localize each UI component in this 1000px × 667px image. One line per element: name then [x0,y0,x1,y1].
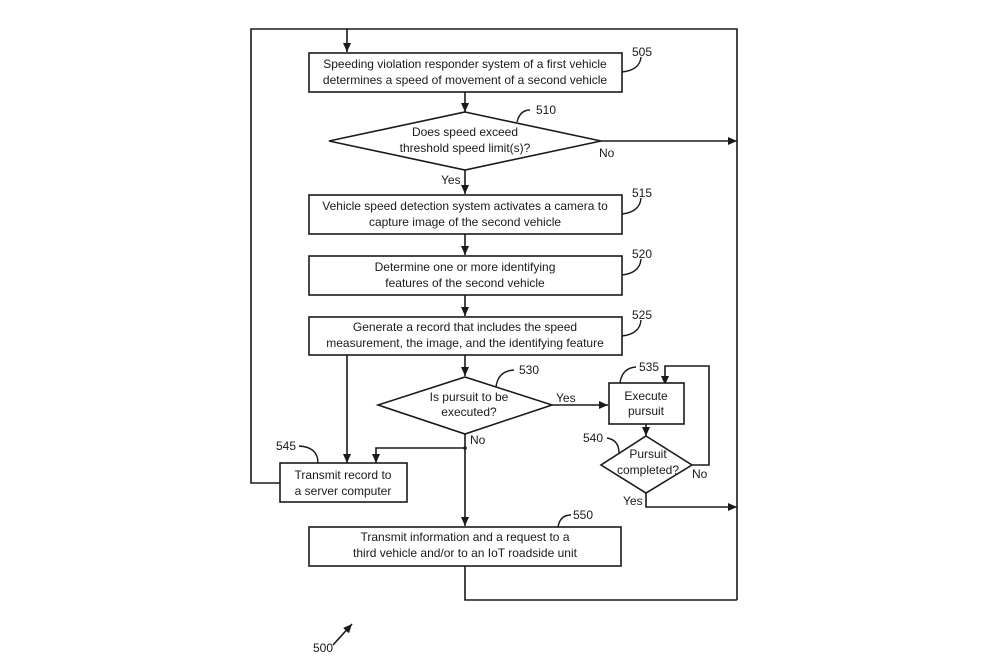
decision-diamond [375,376,555,435]
node-515: Vehicle speed detection system activates… [308,186,652,235]
node-text: determines a speed of movement of a seco… [323,73,607,87]
edge-label-no: No [470,433,486,447]
process-box [308,52,623,93]
ref-leader [621,258,642,276]
node-520: Determine one or more identifying featur… [308,247,652,296]
process-box [308,255,623,296]
edge-label-yes: Yes [623,494,643,508]
node-text: threshold speed limit(s)? [400,141,531,155]
process-box [279,462,408,503]
process-box [608,382,685,425]
node-text: Generate a record that includes the spee… [353,320,577,334]
ref-label: 525 [632,308,652,322]
node-510: Does speed exceed threshold speed limit(… [328,103,615,187]
node-text: capture image of the second vehicle [369,215,561,229]
edge-label-yes: Yes [556,391,576,405]
process-box [308,316,623,356]
edge-540-yes [645,493,737,511]
ref-label: 520 [632,247,652,261]
figure-ref-arrow [332,623,353,646]
ref-label: 550 [573,508,593,522]
junction-dot [463,446,467,450]
node-525: Generate a record that includes the spee… [308,308,652,356]
ref-leader [621,56,642,73]
ref-label: 505 [632,45,652,59]
node-text: Is pursuit to be [430,390,509,404]
ref-leader [621,197,642,215]
node-text: Pursuit [629,447,667,461]
node-text: Execute [624,389,668,403]
node-text: Vehicle speed detection system activates… [322,199,608,213]
node-text: third vehicle and/or to an IoT roadside … [353,546,578,560]
node-text: Transmit information and a request to a [361,530,570,544]
ref-leader [606,437,620,454]
edge-label-no: No [599,146,615,160]
decision-diamond [599,435,694,494]
node-text: completed? [617,463,679,477]
ref-label: 510 [536,103,556,117]
node-text: Does speed exceed [412,125,518,139]
process-box [308,526,622,567]
ref-label: 545 [276,439,296,453]
figure-ref-label: 500 [313,641,333,655]
ref-leader [619,366,637,384]
figure-ref: 500 [313,623,353,655]
node-text: executed? [441,405,497,419]
edge-right-loop [343,28,738,600]
ref-label: 515 [632,186,652,200]
node-540: Pursuit completed? 540 No Yes [583,431,708,508]
node-text: pursuit [628,404,665,418]
connectors [250,28,738,601]
ref-label: 540 [583,431,603,445]
node-text: a server computer [295,484,392,498]
edge-545-loop [250,28,347,484]
process-box [308,194,623,235]
edge-550-loop [464,566,737,601]
node-text: features of the second vehicle [385,276,545,290]
edge-540-no [661,365,710,466]
ref-label: 530 [519,363,539,377]
edge-label-no: No [692,467,708,481]
node-505: Speeding violation responder system of a… [308,45,652,93]
node-550: Transmit information and a request to a … [308,508,622,567]
ref-leader [516,109,531,123]
node-535: Execute pursuit 535 [608,360,685,425]
edge-530-no-545 [372,447,465,463]
node-text: Speeding violation responder system of a… [323,57,607,71]
node-text: Transmit record to [295,468,392,482]
decision-diamond [328,111,602,171]
ref-leader [495,369,515,388]
ref-label: 535 [639,360,659,374]
node-530: Is pursuit to be executed? 530 Yes No [375,363,576,447]
node-545: Transmit record to a server computer 545 [276,439,408,503]
ref-leader [557,514,572,528]
ref-leader [298,445,319,464]
ref-leader [621,319,642,337]
edge-label-yes: Yes [441,173,461,187]
node-text: Determine one or more identifying [375,260,556,274]
node-text: measurement, the image, and the identify… [326,336,604,350]
